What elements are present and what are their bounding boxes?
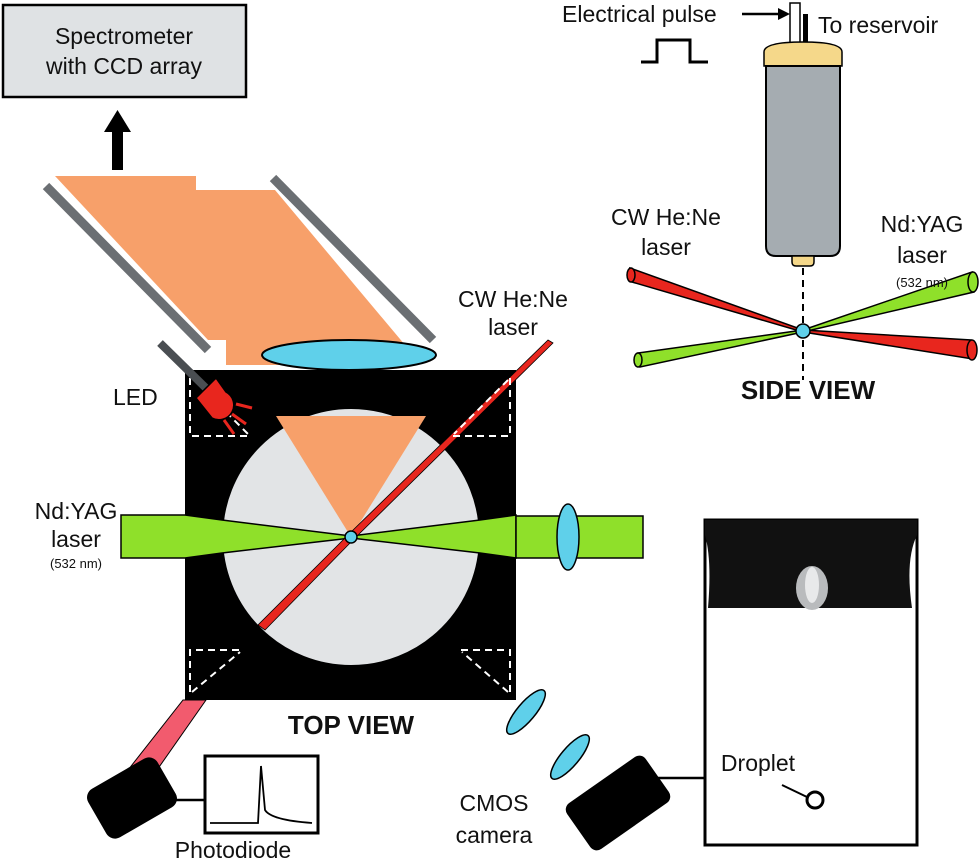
led xyxy=(157,340,253,435)
collected-light-beam xyxy=(55,176,405,365)
led-label: LED xyxy=(113,384,158,410)
top-ndyag-label-line1: Nd:YAG xyxy=(35,498,118,524)
mirror-left xyxy=(42,182,212,354)
reservoir-body xyxy=(765,65,841,257)
side-ndyag-wavelength: (532 nm) xyxy=(896,275,948,290)
photodiode-label: Photodiode xyxy=(175,837,291,861)
nozzle-image xyxy=(705,520,917,608)
spectrometer-label-line1: Spectrometer xyxy=(55,23,193,49)
droplet-pointer xyxy=(781,784,808,798)
collected-light-strip xyxy=(140,190,260,200)
side-hene-label-line1: CW He:Ne xyxy=(611,204,721,230)
droplet-label: Droplet xyxy=(721,750,796,776)
photodiode-trace-box xyxy=(203,754,320,835)
top-droplet xyxy=(344,530,358,544)
mirror-right xyxy=(269,174,437,344)
collection-cone xyxy=(276,416,426,537)
side-view xyxy=(626,2,979,380)
collection-lens xyxy=(261,339,437,371)
photodiode-trace xyxy=(210,765,313,824)
top-ndyag-wavelength: (532 nm) xyxy=(50,556,102,571)
reservoir-cap xyxy=(763,41,843,67)
side-view-label: SIDE VIEW xyxy=(741,375,876,405)
photodiode-detector xyxy=(87,757,205,839)
spectrometer-label-line2: with CCD array xyxy=(45,53,202,79)
droplet-image xyxy=(805,790,825,810)
to-reservoir-label: To reservoir xyxy=(818,12,938,38)
top-view-label: TOP VIEW xyxy=(288,710,415,740)
cmos-camera xyxy=(565,755,705,851)
cmos-label-line2: camera xyxy=(456,822,533,848)
side-ndyag-label-line1: Nd:YAG xyxy=(881,211,964,237)
reservoir-tip xyxy=(791,255,815,267)
top-hene-label-line1: CW He:Ne xyxy=(458,286,568,312)
spectrometer-box xyxy=(1,3,248,99)
top-ndyag-label-line2: laser xyxy=(51,526,101,552)
cmos-lenses xyxy=(505,689,591,780)
led-rays xyxy=(222,402,253,435)
ndyag-lens xyxy=(556,503,580,571)
pulse-waveform xyxy=(641,38,708,64)
side-hene-label-line2: laser xyxy=(641,234,691,260)
led-icon xyxy=(194,376,235,421)
reservoir-tube xyxy=(803,14,808,50)
top-hene-label-line2: laser xyxy=(488,314,538,340)
cmos-label-line1: CMOS xyxy=(460,790,529,816)
side-droplet xyxy=(795,323,811,339)
spectrometer: Spectrometer with CCD array xyxy=(1,3,248,99)
electrical-pulse-label: Electrical pulse xyxy=(562,1,717,27)
side-ndyag-label-line2: laser xyxy=(897,242,947,268)
up-arrow xyxy=(104,110,131,170)
camera-image-panel xyxy=(703,518,919,847)
